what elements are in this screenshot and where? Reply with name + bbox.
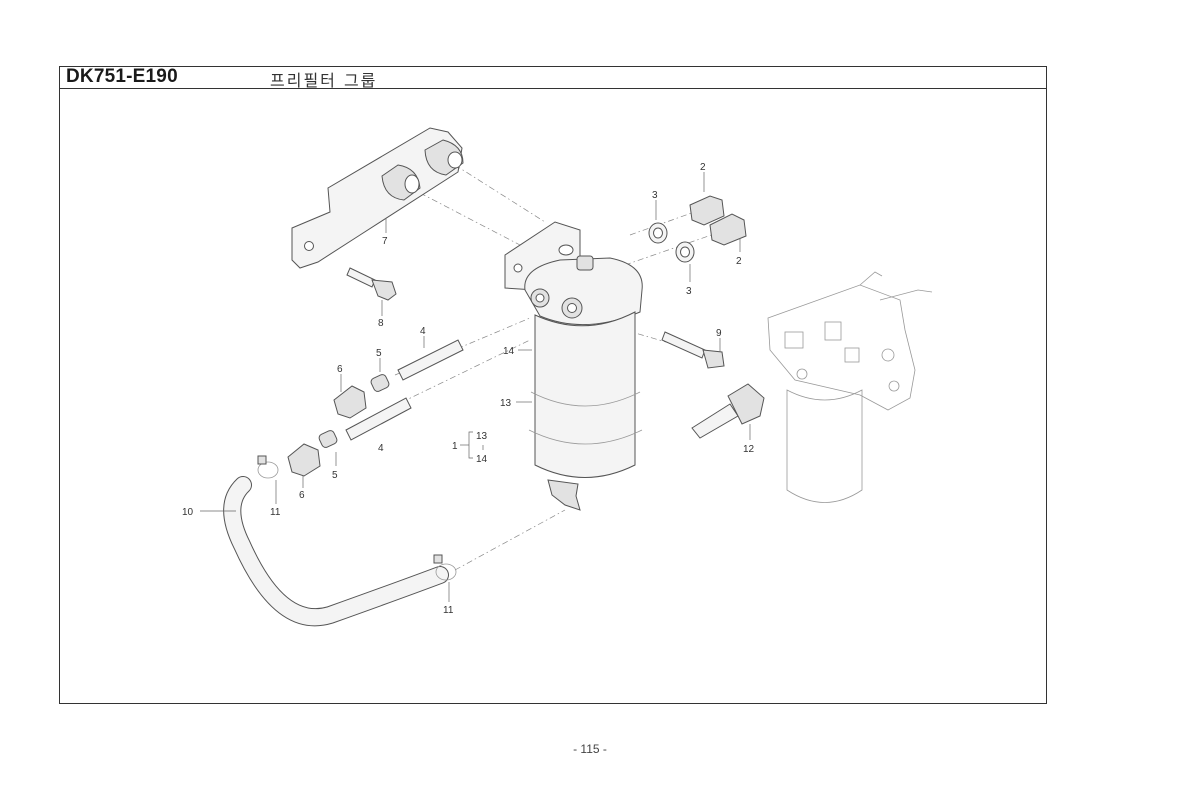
callout-13-side: 13 [500, 398, 512, 409]
fuel-hose-and-clamps [223, 455, 457, 627]
bolt-9 [661, 331, 725, 369]
group-title: 프리필터 그룹 [270, 71, 378, 90]
installed-view-reference [767, 271, 933, 503]
callout-7: 7 [382, 236, 388, 247]
prefilter-assembly [504, 221, 643, 511]
bolt-8 [346, 267, 397, 301]
mounting-bracket [291, 127, 464, 269]
callout-8: 8 [378, 318, 384, 329]
callout-3-upper: 3 [652, 190, 658, 201]
callout-6-lower: 6 [299, 490, 305, 501]
callout-6-upper: 6 [337, 364, 343, 375]
callout-1: 1 [452, 441, 458, 452]
page-number: - 115 - [573, 742, 607, 756]
callout-2-upper: 2 [700, 162, 706, 173]
callout-4-lower: 4 [378, 443, 384, 454]
callout-2-lower: 2 [736, 256, 742, 267]
leader-lines [200, 172, 751, 602]
callout-11-lower: 11 [443, 605, 454, 616]
callout-12: 12 [743, 444, 755, 455]
title-bar: DK751-E190 프리필터 그룹 [60, 66, 1046, 90]
callout-4-upper: 4 [420, 326, 426, 337]
callout-labels: 2 2 3 3 7 8 4 5 6 14 13 9 4 1 13 14 12 5… [182, 162, 755, 616]
callout-13-set: 13 [476, 431, 488, 442]
callout-14-set: 14 [476, 454, 488, 465]
water-sensor [691, 383, 765, 439]
callout-3-lower: 3 [686, 286, 692, 297]
drawing-frame: DK751-E190 프리필터 그룹 [59, 66, 1047, 704]
callout-9: 9 [716, 328, 722, 339]
hoses-and-fittings [287, 339, 464, 477]
callout-14-side: 14 [503, 346, 515, 357]
catalog-code: DK751-E190 [66, 66, 178, 87]
callout-5-lower: 5 [332, 470, 338, 481]
callout-5-upper: 5 [376, 348, 382, 359]
callout-11-upper: 11 [270, 507, 281, 518]
callout-10: 10 [182, 507, 194, 518]
seals-and-plugs [648, 195, 747, 263]
